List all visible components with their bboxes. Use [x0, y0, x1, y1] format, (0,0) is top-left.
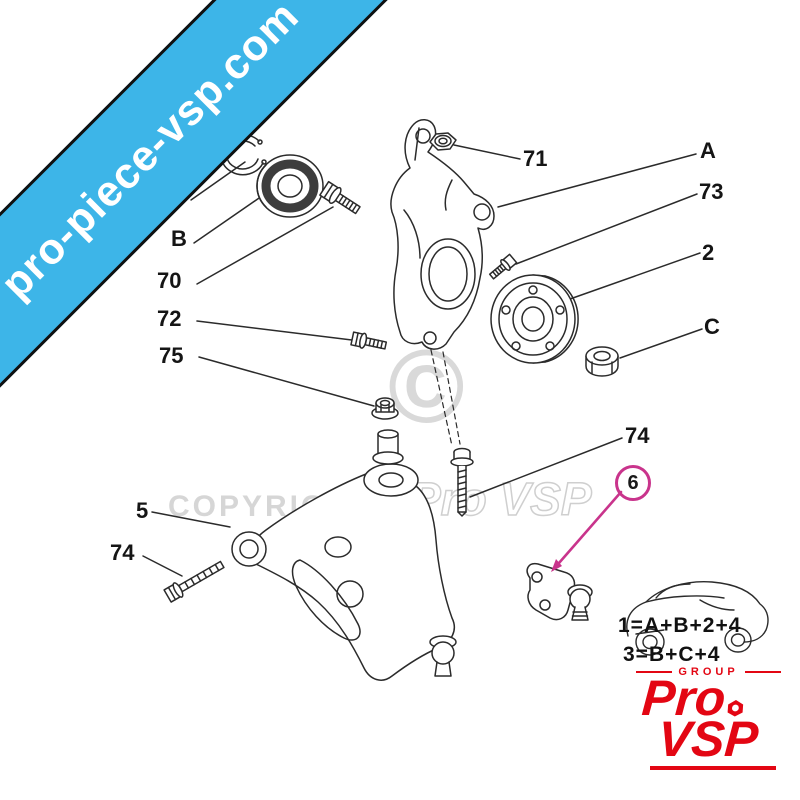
part-label-5: 5 — [136, 498, 149, 523]
hex-nut-icon — [726, 678, 747, 723]
bolt-72-drawing — [350, 331, 388, 350]
nut-75-drawing — [371, 397, 399, 420]
control-arm-drawing — [231, 429, 457, 681]
assembly-formula-1: 1=A+B+2+4 — [618, 614, 742, 637]
part-label-6: 6 — [627, 471, 639, 494]
logo-vsp-text: VSP — [656, 711, 761, 767]
part-label-B: B — [171, 226, 187, 251]
part-label-72: 72 — [157, 306, 182, 331]
ball-joint-drawing — [526, 562, 593, 621]
nut-C-drawing — [585, 346, 619, 377]
part-label-71: 71 — [523, 146, 548, 171]
provsp-logo: GROUP Pro VSP — [636, 666, 781, 770]
leader-lines — [142, 144, 703, 577]
bearing-drawing — [256, 154, 324, 218]
assembly-dashed-lines — [430, 349, 461, 447]
knuckle-drawing — [390, 119, 495, 350]
logo-group-text: GROUP — [678, 666, 739, 678]
assembly-formula-2: 3=B+C+4 — [623, 643, 721, 666]
logo-dash-left — [636, 671, 673, 673]
hub-drawing — [490, 274, 579, 364]
bolt-73-drawing — [488, 253, 518, 280]
logo-pro-line: Pro — [640, 670, 782, 726]
part-label-C: C — [704, 314, 720, 339]
part-label-74-left: 74 — [110, 540, 135, 565]
logo-underline — [650, 766, 776, 770]
bolt-74-left-drawing — [163, 560, 225, 603]
brand-watermark: Pro VSP — [409, 472, 592, 526]
part-label-73: 73 — [699, 179, 724, 204]
part-label-6-circled: 6 — [615, 465, 651, 501]
part-label-2: 2 — [702, 240, 715, 265]
bolt-70-drawing — [319, 180, 361, 215]
part-label-75: 75 — [159, 343, 184, 368]
nut-71-drawing — [429, 132, 457, 151]
copyright-symbol-watermark: © — [388, 329, 465, 445]
bolt-74-right-drawing — [450, 447, 474, 517]
part-label-70: 70 — [157, 268, 182, 293]
highlight-arrow-6 — [551, 490, 623, 572]
car-sketch — [626, 580, 769, 656]
part-label-74-right: 74 — [625, 423, 650, 448]
logo-dash-right — [744, 671, 781, 673]
part-label-A: A — [700, 138, 716, 163]
logo-group-line: GROUP — [636, 666, 781, 678]
